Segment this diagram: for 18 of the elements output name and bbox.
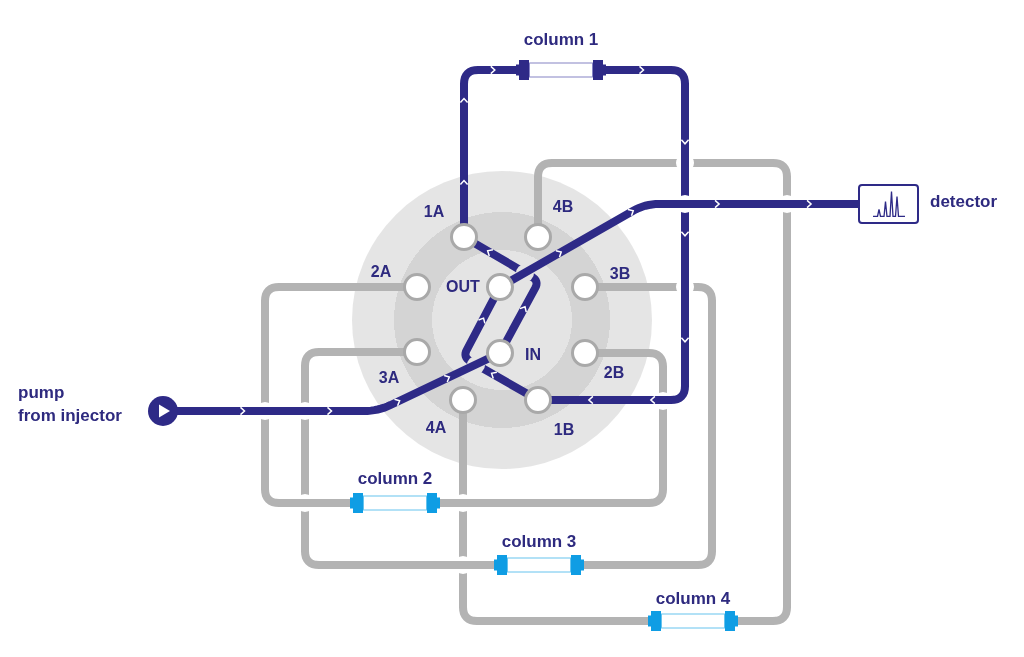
tubing-line <box>261 283 404 507</box>
port-label: 4A <box>425 418 447 438</box>
column-label: column 1 <box>523 30 599 50</box>
port-label: 2A <box>370 262 392 282</box>
column-label: column 2 <box>357 469 433 489</box>
port-label: 2B <box>603 363 625 383</box>
port-label: 1B <box>553 420 575 440</box>
port-label: 4B <box>552 197 574 217</box>
detector-label: detector <box>930 192 998 212</box>
port-label: IN <box>525 345 541 365</box>
pump-label: pump <box>18 383 65 403</box>
port-label: 3B <box>609 264 631 284</box>
column-label: column 3 <box>501 532 577 552</box>
port-label: OUT <box>446 277 480 297</box>
port-label: 3A <box>378 368 400 388</box>
port-label: 1A <box>423 202 445 222</box>
column-label: column 4 <box>655 589 731 609</box>
pump-label: from injector <box>18 406 122 426</box>
